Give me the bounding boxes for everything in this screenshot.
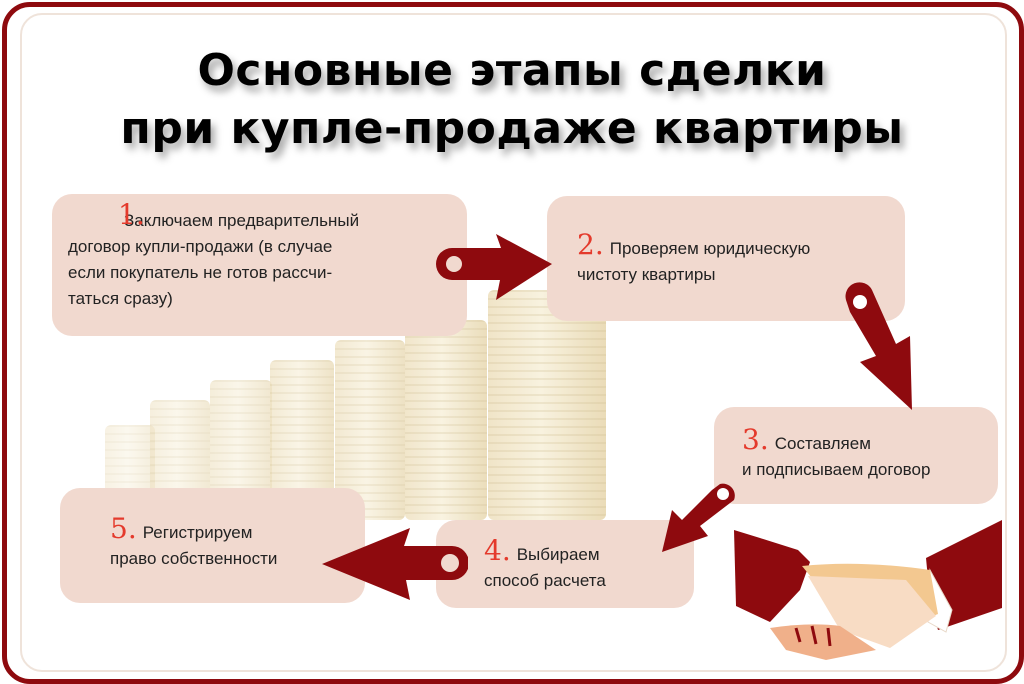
step-2-number: 2. xyxy=(577,228,604,261)
step-3-line-2: и подписываем договор xyxy=(742,460,931,479)
step-5-number: 5. xyxy=(110,512,137,545)
step-1-line-4: таться сразу) xyxy=(68,289,173,308)
handshake-illustration xyxy=(734,520,1002,660)
arrow-right-icon xyxy=(436,234,552,300)
page-title: Основные этапы сделки при купле-продаже … xyxy=(0,42,1024,158)
step-1-box: 1. Заключаем предварительный договор куп… xyxy=(52,194,467,336)
step-5-line-1: Регистрируем xyxy=(142,523,253,542)
step-3-number: 3. xyxy=(742,423,769,456)
step-1-line-2: договор купли-продажи (в случае xyxy=(68,237,333,256)
step-4-box: 4. Выбираем способ расчета xyxy=(436,520,694,608)
step-2-box: 2. Проверяем юридическую чистоту квартиры xyxy=(547,196,905,321)
step-4-number: 4. xyxy=(484,534,511,567)
step-3-line-1: Составляем xyxy=(774,434,871,453)
step-3-box: 3. Составляем и подписываем договор xyxy=(714,407,998,504)
inner-frame xyxy=(20,13,1007,672)
step-4-line-2: способ расчета xyxy=(484,571,606,590)
step-5-box: 5. Регистрируем право собственности xyxy=(60,488,365,603)
title-line-1: Основные этапы сделки xyxy=(197,45,827,96)
arrow-left-icon xyxy=(322,528,468,600)
arrow-down-right-icon xyxy=(845,282,912,410)
step-4-line-1: Выбираем xyxy=(516,545,600,564)
step-1-line-3: если покупатель не готов рассчи- xyxy=(68,263,333,282)
step-1-line-1: Заключаем предварительный xyxy=(124,211,360,230)
title-line-2: при купле-продаже квартиры xyxy=(120,103,904,154)
step-5-line-2: право собственности xyxy=(110,549,278,568)
step-2-line-1: Проверяем юридическую xyxy=(609,239,811,258)
step-2-line-2: чистоту квартиры xyxy=(577,265,716,284)
step-1-number: 1. xyxy=(118,198,145,231)
arrow-down-left-icon xyxy=(662,483,735,552)
